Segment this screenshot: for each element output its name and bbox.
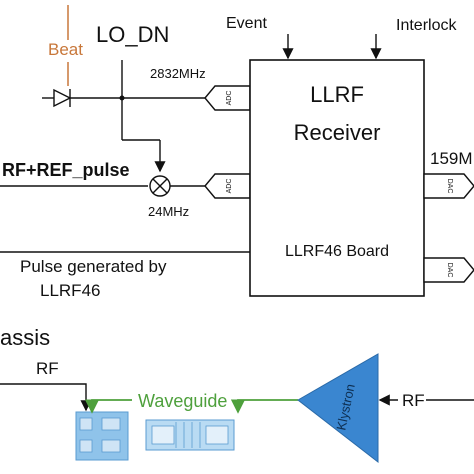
rf-left-wire [0,383,92,412]
diode-icon [53,88,72,108]
svg-text:DAC: DAC [446,179,453,194]
svg-text:DAC: DAC [446,263,453,278]
waveguide-path [230,399,298,414]
rf-left-label: RF [36,359,59,378]
interlock-label: Interlock [396,17,457,34]
receiver-title: Receiver [294,120,381,145]
freq-2832-label: 2832MHz [150,66,206,81]
lo-dn-label: LO_DN [96,22,169,47]
svg-text:ADC: ADC [226,91,233,106]
rf-ref-pulse-label: RF+REF_pulse [2,160,130,180]
adc-bottom-icon: ADC [204,173,251,199]
pulse-label-line2: LLRF46 [40,281,100,300]
llrf-receiver-box [249,59,425,297]
waveguide-module-left [75,411,129,461]
waveguide-module-right [145,419,235,451]
adc-top-icon: ADC [204,85,251,111]
waveguide-path-left [84,399,132,414]
dac-bottom-icon: DAC [423,257,474,283]
beat-label: Beat [48,40,83,59]
svg-text:ADC: ADC [226,179,233,194]
board-label: LLRF46 Board [285,243,389,260]
freq-24-label: 24MHz [148,204,189,219]
lo-junction [119,95,125,101]
dac-top-icon: DAC [423,173,474,199]
rf-right-label: RF [402,391,425,410]
klystron-icon [297,353,379,464]
waveguide-label: Waveguide [138,391,227,411]
mixer-icon [149,175,171,197]
chassis-label: assis [0,325,50,350]
pulse-label-line1: Pulse generated by [20,257,167,276]
event-label: Event [226,15,267,32]
llrf-title: LLRF [310,82,364,107]
freq-159-label: 159M [430,149,473,168]
